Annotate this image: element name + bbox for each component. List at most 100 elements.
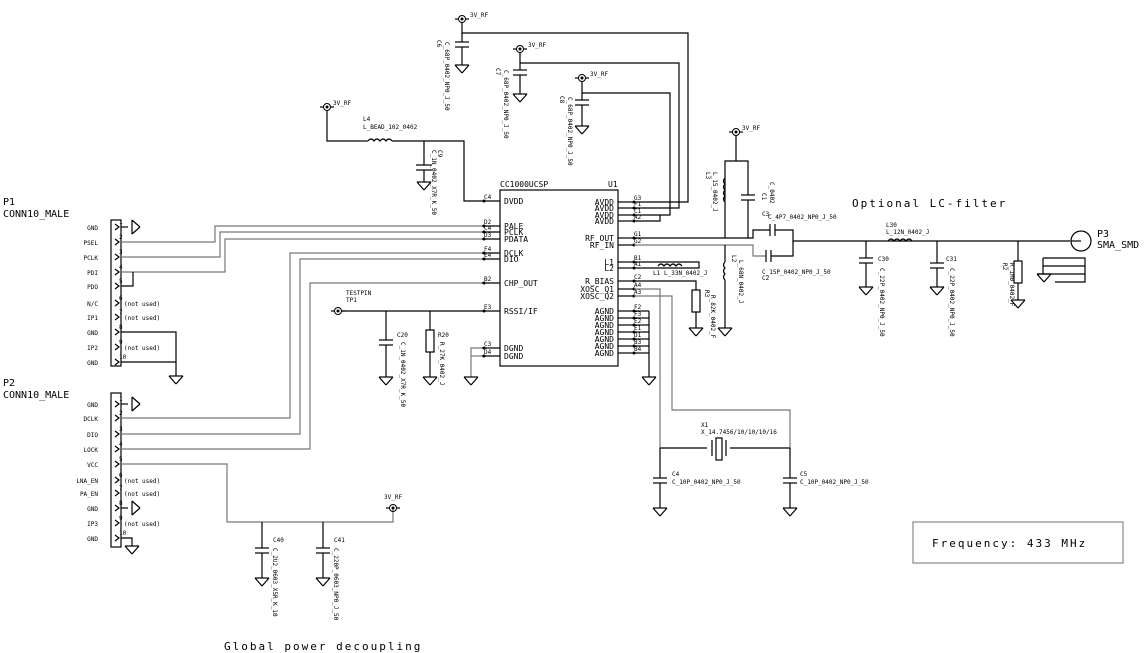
svg-text:L30: L30 [886, 222, 897, 229]
ball-id: E2 [634, 318, 642, 325]
ball-id: F1 [634, 201, 642, 208]
pin-note: (not used) [124, 521, 160, 528]
svg-text:C40: C40 [273, 537, 284, 544]
crystal-section: X1 X_14.7456/10/10/10/16 C4 C_10P_0402_N… [634, 288, 869, 517]
svg-text:L1: L1 [653, 270, 661, 277]
pin-number: 6 [119, 472, 123, 479]
pin-note: (not used) [124, 345, 160, 352]
pin-name: XOSC_Q2 [580, 292, 614, 301]
pin-name: AGND [595, 349, 614, 358]
pin-name: AVDD [595, 211, 614, 220]
pin-label: PSEL [84, 240, 99, 247]
svg-text:R_27K_0402_J: R_27K_0402_J [438, 342, 445, 385]
svg-text:L4: L4 [363, 116, 371, 123]
pin-name: AVDD [595, 204, 614, 213]
svg-text:L_BEAD_102_0402: L_BEAD_102_0402 [363, 124, 418, 131]
rssi-section: TESTPIN TP1 C20 C_1N_0402_X7R_K_50 R20 R… [330, 290, 482, 407]
ball-id: C2 [634, 274, 642, 281]
pin-label: PDO [87, 284, 98, 291]
pin-note: (not used) [124, 301, 160, 308]
svg-text:C_4P7_0402_NP0_J_50: C_4P7_0402_NP0_J_50 [768, 214, 837, 221]
svg-text:3V_RF: 3V_RF [742, 125, 760, 132]
svg-text:C_22P_0402_NP0_J_50: C_22P_0402_NP0_J_50 [878, 268, 885, 337]
svg-text:C_2U2_0603_X5R_K_10: C_2U2_0603_X5R_K_10 [271, 548, 278, 617]
pin-name: AVDD [595, 198, 614, 207]
svg-text:L_33N_0402_J: L_33N_0402_J [664, 270, 707, 277]
pin-name: DGND [504, 344, 523, 353]
pin-name: PALE [504, 222, 523, 231]
ball-id: D2 [484, 219, 492, 226]
pin-name: PDATA [504, 235, 528, 244]
ball-id: F3 [634, 311, 642, 318]
pin-name: AGND [595, 314, 614, 323]
pin-number: 6 [119, 295, 123, 302]
svg-text:3V_RF: 3V_RF [470, 12, 488, 19]
svg-text:C5: C5 [800, 471, 808, 478]
ground-icon [416, 181, 432, 191]
pin-name: RF_OUT [585, 234, 614, 243]
pin-name: DIO [504, 255, 519, 264]
agnd-bus [641, 311, 657, 386]
ball-id: B2 [484, 276, 492, 283]
svg-text:L_68N_0402_J: L_68N_0402_J [737, 260, 744, 303]
pin-name: AGND [595, 335, 614, 344]
svg-text:C9: C9 [436, 150, 443, 158]
ground-icon [131, 500, 141, 516]
p2-body [110, 392, 122, 548]
pin-name: DVDD [504, 197, 523, 206]
pin-name: AGND [595, 307, 614, 316]
pin-label: IP3 [87, 521, 98, 528]
svg-text:P3: P3 [1097, 229, 1109, 240]
svg-text:C8: C8 [558, 96, 565, 104]
pin-number: 8 [119, 500, 123, 507]
svg-text:C_15P_0402_NP0_J_50: C_15P_0402_NP0_J_50 [762, 269, 831, 276]
svg-text:3V_RF: 3V_RF [590, 71, 608, 78]
ball-id: A4 [634, 282, 642, 289]
pin-number: 4 [119, 441, 123, 448]
ball-id: F2 [634, 304, 642, 311]
pin-number: 2 [119, 234, 123, 241]
p2-ref: P2 [3, 378, 15, 389]
pin-number: 1 [119, 396, 123, 403]
ball-id: D1 [634, 332, 642, 339]
svg-text:3V_RF: 3V_RF [384, 494, 402, 501]
pin-label: DIO [87, 432, 98, 439]
ball-id: E3 [484, 304, 492, 311]
pin-name: RF_IN [590, 241, 614, 250]
connector-p1: P1 CONN10_MALE GND1PSEL2PCLK3PDI4PDO5N/C… [3, 197, 482, 385]
pin-label: PDI [87, 270, 98, 277]
svg-text:C_1N_0402_X7R_K_50: C_1N_0402_X7R_K_50 [430, 150, 437, 215]
lc-filter-label: Optional LC-filter [852, 197, 1007, 210]
pin-number: 10 [119, 354, 127, 361]
svg-text:C_68P_0402_NP0_J_50: C_68P_0402_NP0_J_50 [443, 42, 450, 111]
svg-text:C7: C7 [494, 68, 501, 76]
svg-text:C31: C31 [946, 256, 957, 263]
svg-text:C6: C6 [435, 40, 442, 48]
svg-text:R_82K_0402_F: R_82K_0402_F [709, 295, 716, 339]
svg-text:C_22P_0402_NP0_J_50: C_22P_0402_NP0_J_50 [948, 268, 955, 337]
ground-icon [168, 375, 184, 385]
p1-body [110, 219, 122, 367]
p2-part: CONN10_MALE [3, 390, 69, 401]
global-decoupling: 3V_RF C40 C_2U2_0603_X5R_K_10 C41 C_220P… [224, 494, 420, 653]
svg-text:C2: C2 [762, 275, 770, 282]
pin-number: 3 [119, 426, 123, 433]
pin-label: IP1 [87, 315, 98, 322]
svg-text:TESTPIN: TESTPIN [346, 290, 372, 297]
svg-text:C_0402: C_0402 [768, 182, 775, 204]
p1-ref: P1 [3, 197, 15, 208]
pin-name: AGND [595, 328, 614, 337]
svg-text:L2: L2 [730, 255, 737, 263]
svg-text:L3: L3 [704, 172, 711, 180]
ball-id: G3 [634, 195, 642, 202]
pin-label: GND [87, 536, 98, 543]
svg-text:R20: R20 [438, 332, 449, 339]
u1-body [499, 189, 619, 367]
power-3v-rf-icon [319, 102, 335, 112]
frequency-label: Frequency: 433 MHz [932, 537, 1087, 550]
ball-id: E4 [484, 252, 492, 259]
svg-text:C_68P_0402_NP0_J_50: C_68P_0402_NP0_J_50 [502, 70, 509, 139]
pin-number: 10 [119, 530, 127, 537]
lc-filter: Optional LC-filter C30 C_22P_0402_NP0_J_… [852, 197, 1139, 337]
